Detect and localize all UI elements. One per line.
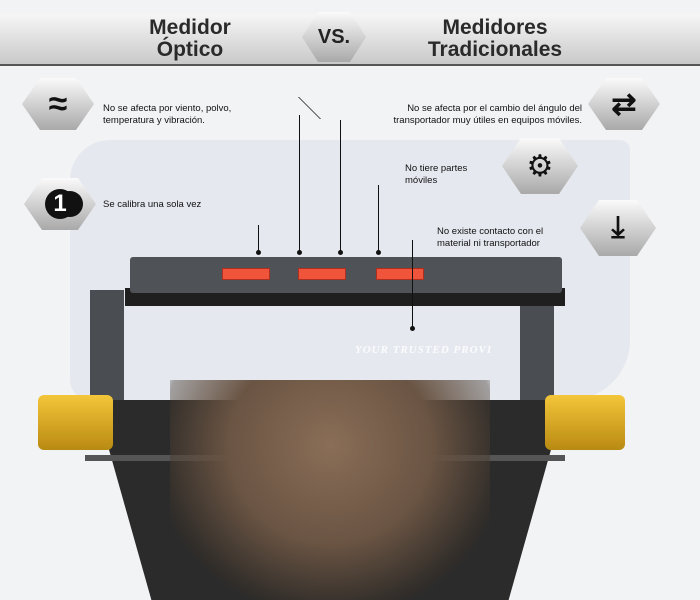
feature-text-line: material ni transportador bbox=[437, 238, 540, 249]
calibrate-once-icon: 1 bbox=[45, 189, 75, 219]
down-arrow-icon: ⤓ bbox=[611, 211, 625, 244]
left-title-line1: Medidor bbox=[149, 16, 231, 39]
frame-right-leg bbox=[520, 290, 554, 405]
right-roller bbox=[545, 395, 625, 450]
frame-left-leg bbox=[90, 290, 124, 405]
feature-text-line: No se afecta por viento, polvo, bbox=[103, 103, 232, 114]
feature-text: Se calibra una sola vez bbox=[103, 199, 202, 210]
feature-icon-badge: ⤓ bbox=[580, 200, 656, 256]
vs-label: VS. bbox=[317, 25, 351, 48]
watermark-text: YOUR TRUSTED PROVI bbox=[355, 344, 493, 356]
leader-dot bbox=[376, 250, 381, 255]
waves-icon: ≈ bbox=[48, 85, 68, 123]
feature-text-line: No se afecta por el cambio del ángulo de… bbox=[407, 103, 582, 114]
leader-dot bbox=[297, 250, 302, 255]
feature-text-line: temperatura y vibración. bbox=[103, 115, 205, 126]
feature-text-line: No existe contacto con el bbox=[437, 226, 544, 237]
feature-text-line: móviles bbox=[405, 175, 438, 186]
left-roller bbox=[38, 395, 113, 450]
leader-dot bbox=[410, 326, 415, 331]
leader-line bbox=[340, 120, 341, 252]
leader-line bbox=[258, 225, 259, 252]
arrows-exchange-icon: ⇄ bbox=[611, 87, 637, 121]
feature-text-line: No tiere partes bbox=[405, 163, 468, 174]
feature-icon-badge: ⚙ bbox=[502, 138, 578, 194]
sensor-led bbox=[222, 268, 270, 280]
feature-text: No se afecta por el cambio del ángulo de… bbox=[362, 103, 582, 127]
feature-icon-badge: ≈ bbox=[22, 78, 94, 130]
leader-line bbox=[299, 115, 300, 252]
wood-chips bbox=[170, 380, 490, 600]
leader-line bbox=[378, 185, 379, 252]
sensor-led bbox=[376, 268, 424, 280]
feature-text-line: transportador muy útiles en equipos móvi… bbox=[393, 115, 582, 126]
feature-icon-badge: 1 bbox=[24, 178, 96, 230]
feature-icon-badge: ⇄ bbox=[588, 78, 660, 130]
left-title-line2: Óptico bbox=[156, 38, 224, 61]
leader-line bbox=[412, 240, 413, 328]
feature-text: No se afecta por viento, polvo,temperatu… bbox=[103, 103, 231, 127]
right-title-line1: Medidores bbox=[442, 16, 548, 39]
gears-icon: ⚙ bbox=[526, 149, 554, 183]
leader-dot bbox=[256, 250, 261, 255]
sensor-beam bbox=[130, 257, 562, 293]
right-title-line2: Tradicionales bbox=[427, 38, 563, 61]
leader-dot bbox=[338, 250, 343, 255]
sensor-led bbox=[298, 268, 346, 280]
